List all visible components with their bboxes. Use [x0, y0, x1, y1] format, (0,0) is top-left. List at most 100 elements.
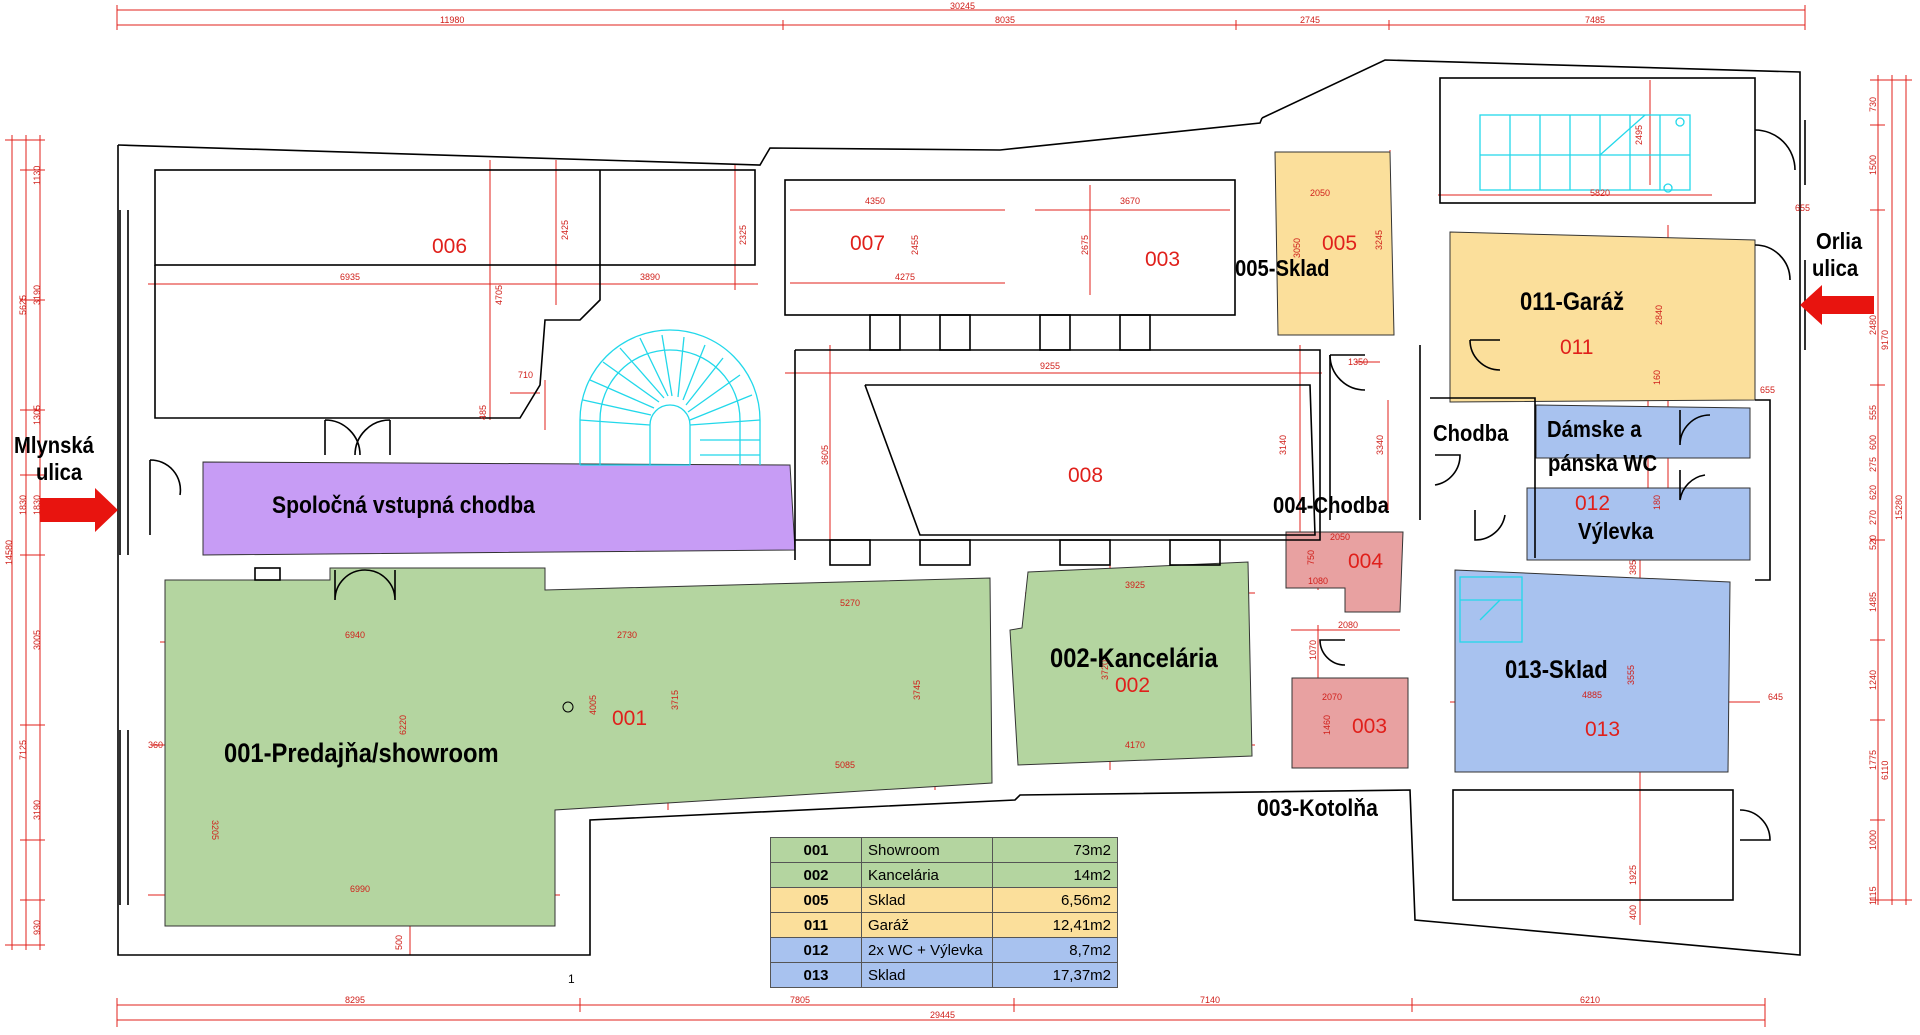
- dim-top-4: 7485: [1585, 15, 1606, 25]
- legend-code: 002: [770, 862, 862, 888]
- dim-left-9: 3190: [32, 799, 42, 820]
- room-label-013: 013-Sklad: [1505, 656, 1608, 684]
- room-number-008: 008: [1068, 464, 1104, 487]
- room-number-005: 005: [1322, 232, 1358, 255]
- dim-left-10: 930: [32, 919, 42, 935]
- dim-bottom-3: 7140: [1200, 995, 1221, 1005]
- orlia-arrow-icon: [1800, 285, 1874, 325]
- room-002-fill: [1009, 561, 1253, 766]
- dim-int-360: 360: [148, 740, 164, 750]
- legend-name: Garáž: [861, 912, 993, 938]
- street-orlia: Orlia ulica: [1812, 228, 1868, 282]
- room-number-006: 006: [432, 235, 468, 258]
- dim-int-4275: 4275: [895, 272, 916, 282]
- dim-bottom-4: 6210: [1580, 995, 1601, 1005]
- dim-int-3555: 3555: [1626, 664, 1636, 685]
- dim-int-3245: 3245: [1374, 229, 1384, 250]
- legend-name: Sklad: [861, 962, 993, 988]
- wc-label-line2: pánska WC: [1548, 450, 1658, 476]
- room-label-001: 001-Predajňa/showroom: [224, 738, 499, 768]
- legend-area: 12,41m2: [992, 912, 1118, 938]
- dim-right-6: 600: [1868, 434, 1878, 450]
- dim-right-655a: 655: [1795, 203, 1811, 213]
- dim-right-10: 520: [1868, 534, 1878, 550]
- chodba-label: Chodba: [1433, 420, 1509, 446]
- dim-int-4885: 4885: [1582, 690, 1603, 700]
- legend-area: 73m2: [992, 837, 1118, 863]
- dim-int-4005: 4005: [588, 694, 598, 715]
- room-label-003: 003-Kotolňa: [1257, 795, 1378, 822]
- legend-area: 14m2: [992, 862, 1118, 888]
- dim-int-2730: 2730: [617, 630, 638, 640]
- dim-int-180: 180: [1652, 494, 1662, 510]
- dim-int-3745: 3745: [912, 679, 922, 700]
- room-011-fill: [1449, 231, 1756, 403]
- dim-int-3340: 3340: [1375, 434, 1385, 455]
- dim-int-6220: 6220: [398, 714, 408, 735]
- spiral-staircase: [579, 329, 761, 466]
- dim-int-2050b: 2050: [1330, 532, 1351, 542]
- dim-int-6940: 6940: [345, 630, 366, 640]
- dim-right-7: 275: [1868, 456, 1878, 472]
- dim-left-7: 3005: [32, 629, 42, 650]
- dim-right-4: 2480: [1868, 314, 1878, 335]
- dim-int-2050: 2050: [1310, 188, 1331, 198]
- dim-int-5270: 5270: [840, 598, 861, 608]
- dim-int-710: 710: [518, 370, 534, 380]
- dim-left-6: 1830: [32, 494, 42, 515]
- room-number-007: 007: [850, 232, 886, 255]
- dim-bottom-total: 29445: [930, 1010, 956, 1020]
- room-012-vylevka-fill: [1526, 487, 1751, 561]
- dim-int-1460: 1460: [1322, 714, 1332, 735]
- dim-int-5820: 5820: [1590, 188, 1611, 198]
- legend-code: 005: [770, 887, 862, 913]
- dim-right-9: 270: [1868, 509, 1878, 525]
- room-label-002: 002-Kancelária: [1050, 643, 1218, 673]
- dim-top-2: 8035: [995, 15, 1016, 25]
- dim-left-3: 3190: [32, 284, 42, 305]
- dim-int-2495: 2495: [1634, 124, 1644, 145]
- dim-int-3205: 3205: [210, 820, 220, 841]
- dim-left-2: 1130: [32, 165, 42, 185]
- dim-top-3: 2745: [1300, 15, 1321, 25]
- room-number-003: 003: [1352, 715, 1388, 738]
- dim-int-485: 485: [478, 404, 488, 420]
- room-number-003-top: 003: [1145, 248, 1181, 271]
- dim-int-2070: 2070: [1322, 692, 1343, 702]
- dim-int-3670: 3670: [1120, 196, 1141, 206]
- dim-left-1: 5625: [18, 294, 28, 315]
- street-mlynska: Mlynská ulica: [14, 432, 105, 486]
- dim-int-6990: 6990: [350, 884, 371, 894]
- dim-left-total: 14580: [4, 539, 14, 565]
- dim-int-3890: 3890: [640, 272, 661, 282]
- dim-int-3140: 3140: [1278, 434, 1288, 455]
- dim-int-4350: 4350: [865, 196, 886, 206]
- room-number-002: 002: [1115, 674, 1151, 697]
- dim-right-13: 6110: [1880, 760, 1890, 780]
- dim-right-total: 15280: [1894, 494, 1904, 520]
- room-003-fill: [1291, 677, 1409, 769]
- legend-code: 013: [770, 962, 862, 988]
- dim-int-6935: 6935: [340, 272, 361, 282]
- room-number-011: 011: [1560, 336, 1594, 359]
- dim-int-2455: 2455: [910, 234, 920, 255]
- dim-left-8: 7125: [18, 739, 28, 760]
- street-orlia-line2: ulica: [1812, 255, 1859, 281]
- dim-int-5085: 5085: [835, 760, 856, 770]
- dim-int-1350: 1350: [1348, 357, 1369, 367]
- dim-int-3715: 3715: [670, 689, 680, 710]
- room-013-fill: [1454, 569, 1731, 773]
- dim-right-16: 1115: [1868, 886, 1878, 905]
- straight-staircase: [1459, 114, 1691, 643]
- walls: [117, 59, 1806, 956]
- room-label-005: 005-Sklad: [1235, 255, 1330, 281]
- dim-int-3925: 3925: [1125, 580, 1146, 590]
- dim-int-2325: 2325: [738, 224, 748, 245]
- dim-int-9255: 9255: [1040, 361, 1061, 371]
